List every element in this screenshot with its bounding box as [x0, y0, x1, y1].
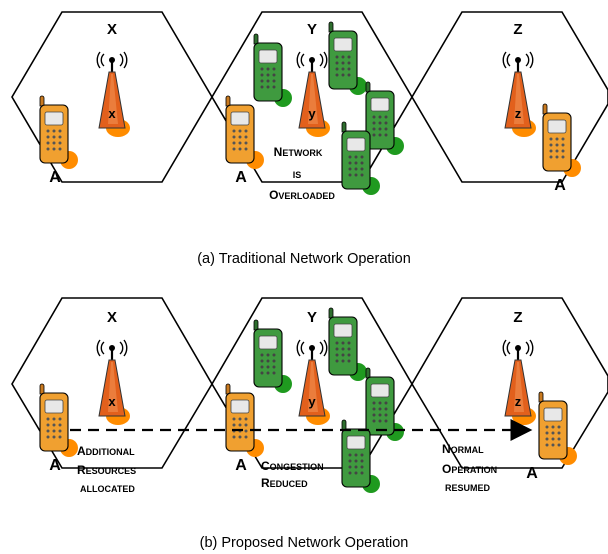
panel-a: X Y Z x y z A A A NETWORK IS OVERLOADED … — [11, 11, 608, 267]
user-label: A — [235, 457, 247, 474]
caption-b: (b) Proposed Network Operation — [200, 535, 409, 551]
tower-label-z: z — [515, 106, 522, 121]
user-label: A — [235, 169, 247, 186]
tower-label-x: x — [108, 394, 116, 409]
user-label: A — [49, 169, 61, 186]
svg-text:RESOURCES: RESOURCES — [77, 463, 136, 477]
cell-label-x: X — [107, 21, 117, 38]
caption-a: (a) Traditional Network Operation — [197, 251, 411, 267]
cell-label-y: Y — [307, 21, 317, 38]
network-overloaded-note-line3: OVERLOADED — [269, 188, 335, 202]
svg-text:ALLOCATED: ALLOCATED — [80, 484, 135, 494]
svg-text:REDUCED: REDUCED — [261, 476, 308, 490]
tower-label-x: x — [108, 106, 116, 121]
cell-z-hexagon — [411, 11, 608, 183]
cell-label-x: X — [107, 309, 117, 326]
svg-text:RESUMED: RESUMED — [445, 483, 491, 493]
congestion-reduced-note: CONGESTION — [261, 459, 324, 473]
tower-label-y: y — [308, 106, 316, 121]
panel-b: X Y Z x y z A A A ADDITIONAL RESOURCES A… — [11, 297, 608, 551]
svg-text:IS: IS — [293, 170, 302, 180]
cell-label-y: Y — [307, 309, 317, 326]
tower-label-y: y — [308, 394, 316, 409]
normal-operation-note: NORMAL — [442, 442, 484, 456]
additional-resources-note: ADDITIONAL — [77, 444, 135, 458]
tower-label-z: z — [515, 394, 522, 409]
svg-text:OPERATION: OPERATION — [442, 462, 497, 476]
user-label: A — [49, 457, 61, 474]
user-label: A — [554, 177, 566, 194]
user-label: A — [526, 465, 538, 482]
cell-label-z: Z — [513, 309, 522, 326]
network-overloaded-note-is: IS — [293, 170, 302, 180]
cell-label-z: Z — [513, 21, 522, 38]
network-overloaded-note: NETWORK — [274, 145, 323, 159]
